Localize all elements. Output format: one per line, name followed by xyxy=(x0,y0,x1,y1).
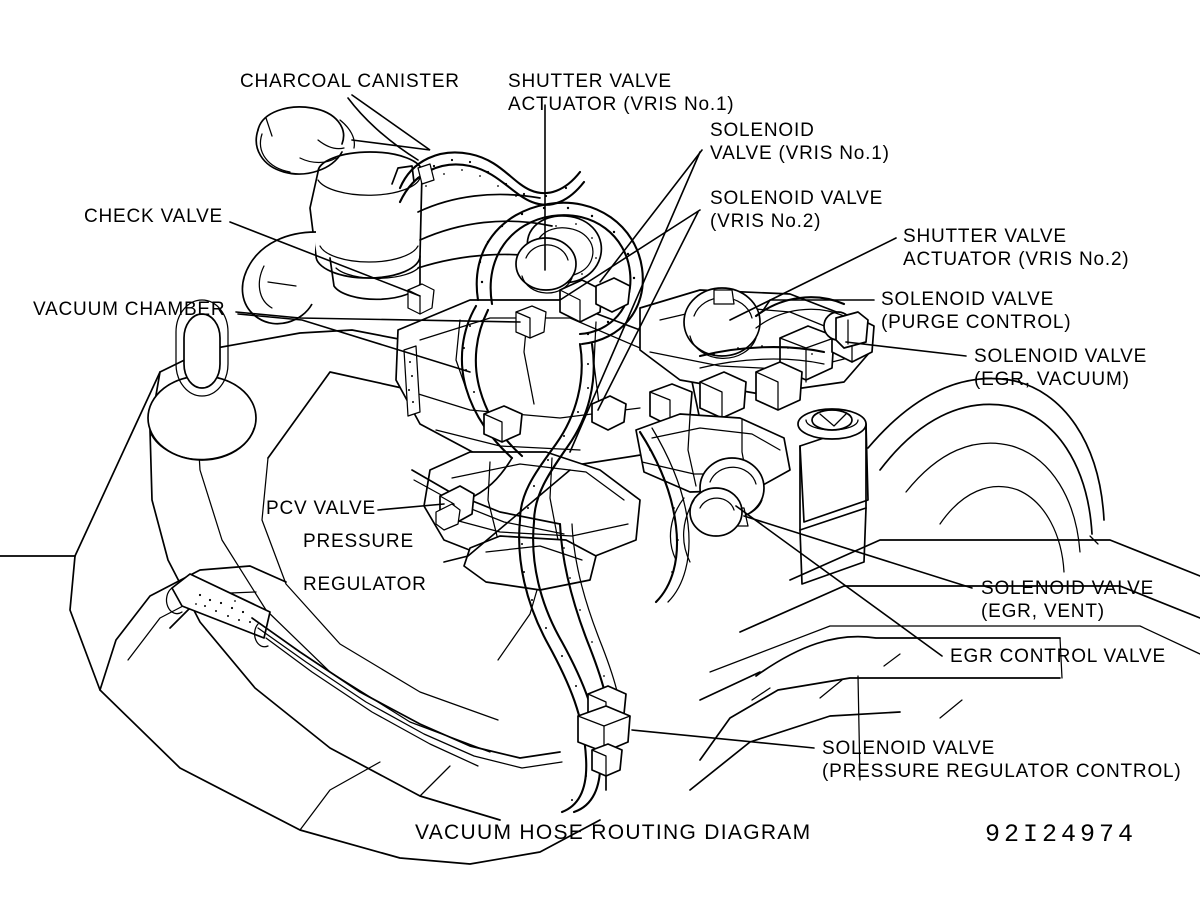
label-solenoid-valve-vris1-line2: VALVE (VRIS No.1) xyxy=(710,143,890,164)
intake-manifold xyxy=(241,151,701,591)
label-vacuum-chamber: VACUUM CHAMBER xyxy=(33,299,226,320)
label-solenoid-valve-vris1-line1: SOLENOID xyxy=(710,120,815,141)
label-solenoid-valve-pressure-regulator-control-line1: SOLENOID VALVE xyxy=(822,738,996,759)
label-solenoid-valve-egr-vacuum-line2: (EGR, VACUUM) xyxy=(974,369,1130,390)
label-solenoid-valve-egr-vent-line2: (EGR, VENT) xyxy=(981,601,1105,622)
charcoal-canister xyxy=(255,106,356,175)
label-solenoid-valve-purge-control-line2: (PURGE CONTROL) xyxy=(881,312,1072,333)
cam-cover-assembly xyxy=(0,299,601,865)
label-solenoid-valve-egr-vacuum-line1: SOLENOID VALVE xyxy=(974,346,1148,367)
label-solenoid-valve-purge-control-line1: SOLENOID VALVE xyxy=(881,289,1055,310)
reservoir-tank xyxy=(797,408,869,585)
label-shutter-valve-actuator-vris1-line1: SHUTTER VALVE xyxy=(508,71,672,92)
shutter-valve-actuator-2 xyxy=(683,287,761,359)
leader-lines xyxy=(229,94,973,749)
right-manifold-cluster xyxy=(635,287,875,563)
shutter-valve-actuator-1 xyxy=(515,237,577,294)
label-solenoid-valve-vris2-line2: (VRIS No.2) xyxy=(710,211,822,232)
label-shutter-valve-actuator-vris2-line2: ACTUATOR (VRIS No.2) xyxy=(903,249,1130,270)
vacuum-chamber-part xyxy=(515,305,547,339)
label-check-valve: CHECK VALVE xyxy=(84,206,224,227)
label-solenoid-valve-vris2-line1: SOLENOID VALVE xyxy=(710,188,884,209)
diagram-caption: VACUUM HOSE ROUTING DIAGRAM xyxy=(415,821,812,844)
part-number: 92I24974 xyxy=(985,820,1138,849)
solenoid-valve-block-row xyxy=(649,315,875,427)
label-solenoid-valve-pressure-regulator-control-line2: (PRESSURE REGULATOR CONTROL) xyxy=(822,761,1182,782)
right-body-shell xyxy=(689,377,1200,791)
label-pressure-regulator-line1: PRESSURE xyxy=(303,531,414,552)
label-solenoid-valve-egr-vent-line1: SOLENOID VALVE xyxy=(981,578,1155,599)
solenoid-valve-egr-vent xyxy=(689,487,743,537)
label-egr-control-valve: EGR CONTROL VALVE xyxy=(950,646,1166,667)
solenoid-valve-pressure-regulator-control xyxy=(577,685,631,791)
label-shutter-valve-actuator-vris1-line2: ACTUATOR (VRIS No.1) xyxy=(508,94,735,115)
plug-tube xyxy=(165,573,271,648)
label-pressure-regulator-line2: REGULATOR xyxy=(303,574,427,595)
label-shutter-valve-actuator-vris2-line1: SHUTTER VALVE xyxy=(903,226,1067,247)
solenoid-valve-purge-control xyxy=(823,311,869,349)
label-charcoal-canister: CHARCOAL CANISTER xyxy=(240,71,460,92)
label-pcv-valve: PCV VALVE xyxy=(266,498,376,519)
